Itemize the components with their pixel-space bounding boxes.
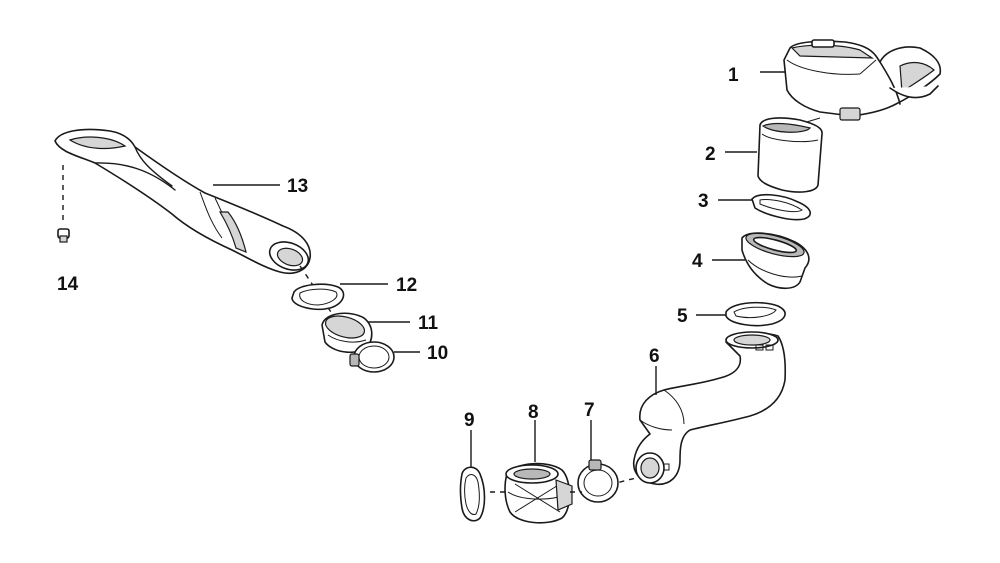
- part-4-elbow-adapter: [712, 232, 810, 290]
- callout-8: 8: [528, 402, 539, 423]
- part-7-hose-clamp: [577, 420, 619, 503]
- part-3-gasket: [718, 193, 811, 221]
- callout-11: 11: [418, 313, 439, 334]
- part-14-bolt: [57, 165, 70, 243]
- callout-3: 3: [698, 191, 709, 212]
- callout-5: 5: [677, 306, 688, 327]
- part-13-intake-duct: [54, 128, 336, 319]
- callout-13: 13: [287, 176, 308, 197]
- part-1-air-cleaner-housing: [760, 39, 942, 125]
- part-2-connector: [725, 117, 823, 193]
- part-8-coupler: [480, 420, 582, 524]
- callout-2: 2: [705, 144, 716, 165]
- part-6-intake-tube: [599, 331, 787, 488]
- callout-10: 10: [427, 343, 448, 364]
- callout-1: 1: [728, 65, 739, 86]
- part-10-hose-clamp: [349, 341, 420, 373]
- callout-6: 6: [649, 346, 660, 367]
- part-9-seal-ring: [459, 430, 486, 522]
- callout-14: 14: [57, 274, 79, 295]
- part-5-gasket: [696, 301, 786, 327]
- callout-12: 12: [396, 275, 417, 296]
- callout-4: 4: [692, 251, 703, 272]
- callout-9: 9: [464, 410, 475, 431]
- part-11-adapter: [321, 312, 410, 354]
- callout-7: 7: [584, 400, 595, 421]
- part-12-gasket: [291, 283, 388, 311]
